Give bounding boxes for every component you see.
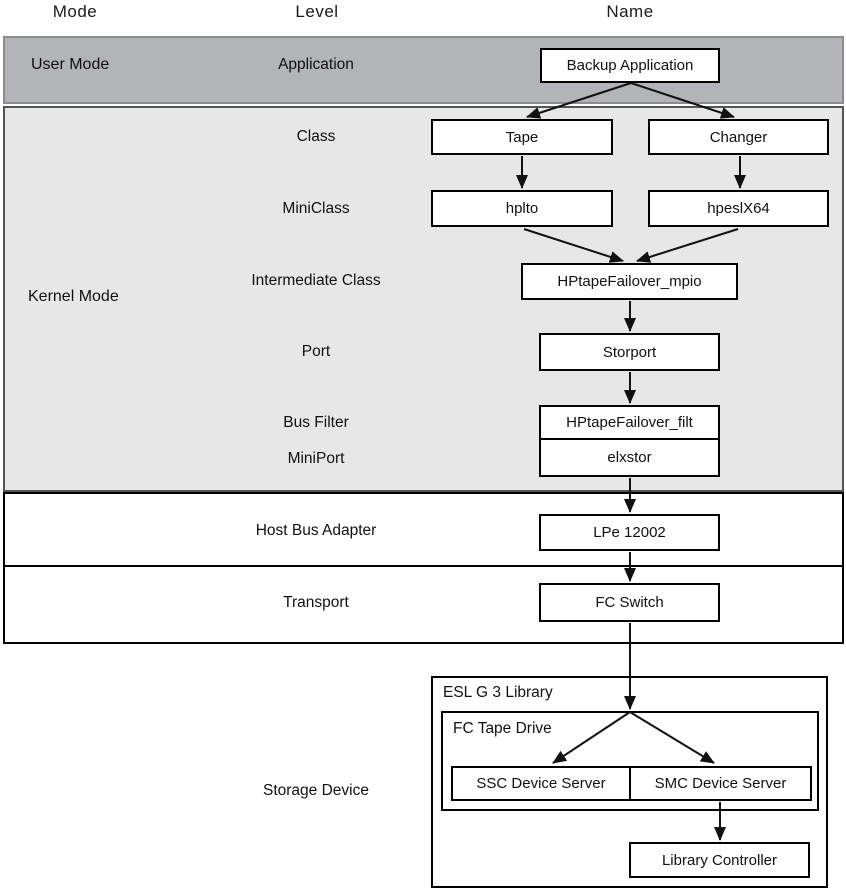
level-miniport: MiniPort bbox=[287, 450, 345, 467]
node-library-controller-label: Library Controller bbox=[661, 851, 778, 869]
node-fc-switch: FC Switch bbox=[539, 583, 720, 622]
node-lpe-12002: LPe 12002 bbox=[539, 514, 720, 551]
node-hptapefailover-mpio-label: HPtapeFailover_mpio bbox=[557, 273, 702, 290]
node-smc-device-server-label: SMC Device Server bbox=[654, 775, 787, 792]
user-mode-label: User Mode bbox=[31, 56, 110, 73]
level-bus-filter: Bus Filter bbox=[283, 414, 349, 431]
node-tape-label: Tape bbox=[505, 128, 539, 146]
node-elxstor: elxstor bbox=[539, 438, 720, 477]
column-header-name: Name bbox=[606, 2, 654, 21]
fc-tape-drive-label: FC Tape Drive bbox=[453, 720, 552, 737]
node-hpeslx64-label: hpeslX64 bbox=[707, 200, 770, 217]
node-changer: Changer bbox=[648, 119, 829, 155]
kernel-mode-label: Kernel Mode bbox=[28, 288, 119, 305]
esl-library-label: ESL G 3 Library bbox=[443, 684, 553, 701]
node-smc-device-server: SMC Device Server bbox=[629, 766, 812, 801]
node-tape: Tape bbox=[431, 119, 613, 155]
level-port: Port bbox=[301, 343, 331, 360]
level-storage-device: Storage Device bbox=[263, 782, 369, 799]
level-transport: Transport bbox=[283, 594, 349, 611]
level-class: Class bbox=[296, 128, 336, 145]
node-hptapefailover-filt: HPtapeFailover_filt bbox=[539, 405, 720, 440]
node-changer-label: Changer bbox=[709, 128, 768, 146]
column-header-mode: Mode bbox=[52, 2, 98, 21]
node-storport: Storport bbox=[539, 333, 720, 371]
level-miniclass: MiniClass bbox=[282, 200, 350, 217]
node-storport-label: Storport bbox=[602, 343, 657, 361]
node-hplto: hplto bbox=[431, 190, 613, 227]
node-backup-application-label: Backup Application bbox=[566, 57, 694, 74]
node-hpeslx64: hpeslX64 bbox=[648, 190, 829, 227]
node-ssc-device-server-label: SSC Device Server bbox=[476, 775, 606, 792]
level-intermediate-class: Intermediate Class bbox=[251, 272, 381, 289]
node-lpe-12002-label: LPe 12002 bbox=[593, 524, 666, 541]
node-elxstor-label: elxstor bbox=[607, 449, 652, 466]
column-header-level: Level bbox=[295, 2, 339, 21]
node-fc-switch-label: FC Switch bbox=[595, 594, 664, 611]
level-application: Application bbox=[278, 56, 354, 73]
node-library-controller: Library Controller bbox=[629, 842, 810, 878]
node-backup-application: Backup Application bbox=[540, 48, 720, 83]
node-hptapefailover-mpio: HPtapeFailover_mpio bbox=[521, 263, 738, 300]
level-host-bus-adapter: Host Bus Adapter bbox=[255, 522, 377, 539]
node-hplto-label: hplto bbox=[505, 200, 539, 217]
node-hptapefailover-filt-label: HPtapeFailover_filt bbox=[566, 414, 693, 431]
node-ssc-device-server: SSC Device Server bbox=[451, 766, 631, 801]
